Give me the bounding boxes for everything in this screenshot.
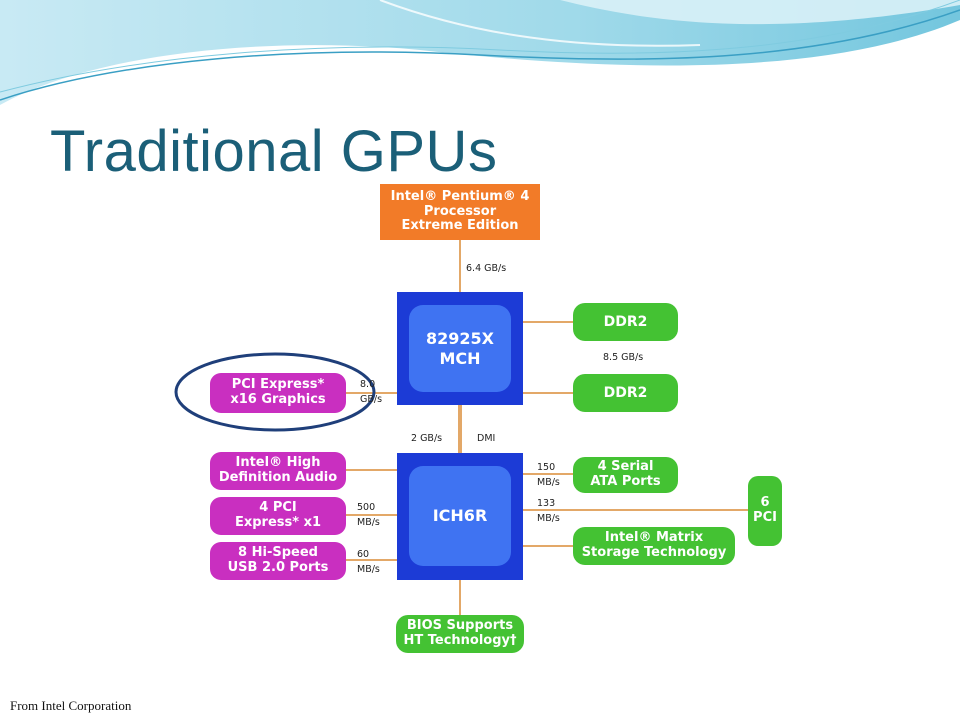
ddr2-top-box: DDR2	[573, 303, 678, 341]
sata-ports-box: 4 Serial ATA Ports	[573, 457, 678, 493]
pci-slots-box: 6 PCI	[748, 476, 782, 546]
pci-bandwidth-label: 133 MB/s	[537, 498, 560, 524]
pcie-x16-graphics-box: PCI Express* x16 Graphics	[210, 373, 346, 413]
slide-title: Traditional GPUs	[50, 119, 498, 184]
dmi-label: DMI	[477, 433, 496, 444]
mch-label: 82925X MCH	[409, 305, 511, 392]
cpu-pentium4-box: Intel® Pentium® 4 Processor Extreme Edit…	[380, 184, 540, 240]
source-footer: From Intel Corporation	[10, 698, 132, 713]
header-wave-decoration	[0, 0, 960, 105]
dmi-bandwidth-label: 2 GB/s	[411, 433, 443, 444]
hd-audio-box: Intel® High Definition Audio	[210, 452, 346, 490]
ich-label: ICH6R	[409, 466, 511, 566]
usb-ports-box: 8 Hi-Speed USB 2.0 Ports	[210, 542, 346, 580]
pcie-bandwidth-label: 8.0 GB/s	[360, 379, 383, 405]
cpu-mch-bandwidth-label: 6.4 GB/s	[466, 263, 507, 274]
ddr2-bottom-box: DDR2	[573, 374, 678, 412]
ddr-bandwidth-label: 8.5 GB/s	[603, 352, 644, 363]
matrix-storage-box: Intel® Matrix Storage Technology	[573, 527, 735, 565]
usb-bandwidth-label: 60 MB/s	[357, 549, 380, 575]
pcie-x1-bandwidth-label: 500 MB/s	[357, 502, 380, 528]
pcie-x1-box: 4 PCI Express* x1	[210, 497, 346, 535]
sata-bandwidth-label: 150 MB/s	[537, 462, 560, 488]
bios-box: BIOS Supports HT Technology†	[396, 615, 524, 653]
